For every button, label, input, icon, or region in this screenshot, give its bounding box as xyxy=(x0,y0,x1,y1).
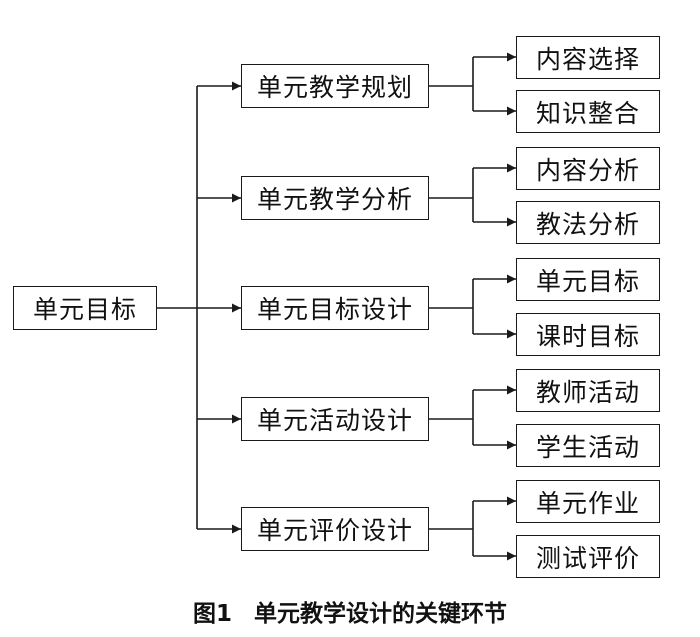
stage-node-4: 单元活动设计 xyxy=(241,397,429,441)
leaf-node-1-1: 内容选择 xyxy=(516,36,660,79)
leaf-node-5-1: 单元作业 xyxy=(516,480,660,523)
leaf-node-2-2: 教法分析 xyxy=(516,201,660,244)
leaf-node-3-1: 单元目标 xyxy=(516,258,660,301)
stage-node-1: 单元教学规划 xyxy=(241,64,429,108)
leaf-node-1-2: 知识整合 xyxy=(516,90,660,133)
root-node: 单元目标 xyxy=(13,286,157,330)
leaf-node-4-2: 学生活动 xyxy=(516,424,660,467)
leaf-node-4-1: 教师活动 xyxy=(516,369,660,412)
leaf-node-2-1: 内容分析 xyxy=(516,147,660,190)
stage-node-2: 单元教学分析 xyxy=(241,176,429,220)
figure-caption: 图1 单元教学设计的关键环节 xyxy=(0,594,700,628)
leaf-node-3-2: 课时目标 xyxy=(516,313,660,356)
stage-node-3: 单元目标设计 xyxy=(241,286,429,330)
figure-title: 单元教学设计的关键环节 xyxy=(254,601,507,627)
leaf-node-5-2: 测试评价 xyxy=(516,535,660,578)
figure-number: 图1 xyxy=(192,601,232,627)
stage-node-5: 单元评价设计 xyxy=(241,507,429,551)
